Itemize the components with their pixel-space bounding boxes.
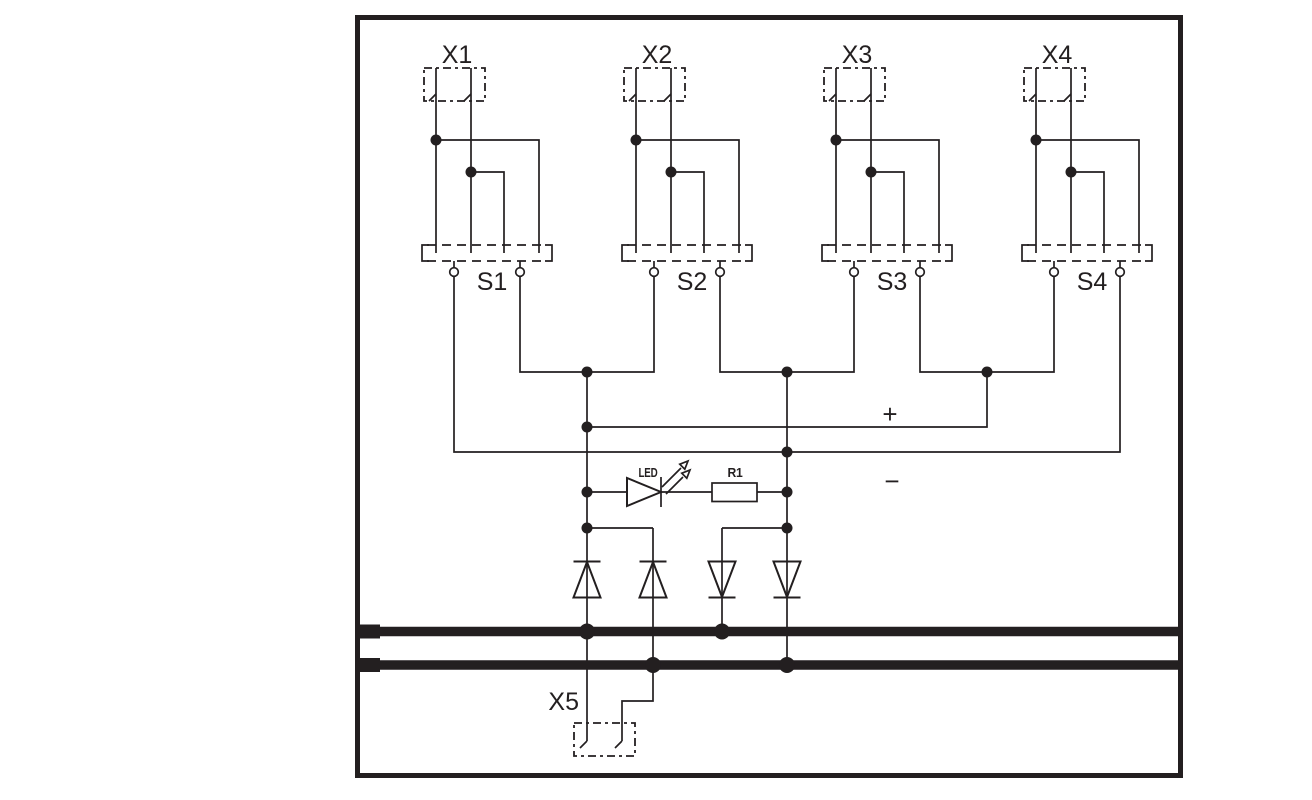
connector-label: X1 (442, 41, 473, 69)
connector-label: X2 (642, 41, 673, 69)
bus-bar-bottom-terminal (356, 658, 380, 672)
negative-polarity-label: − (884, 466, 899, 496)
bus-bars (356, 624, 1181, 672)
diode-down-icon (707, 560, 737, 600)
connector-switch-symbol (821, 67, 953, 278)
channel-3: X3 S3 (821, 41, 953, 296)
channel-2: X2 S2 (621, 41, 753, 296)
positive-rail-wire (587, 372, 988, 428)
led-label: LED (639, 465, 658, 480)
s2-s3-link-wire (719, 277, 855, 373)
switch-label: S4 (1077, 268, 1108, 296)
connector-switch-symbol (621, 67, 753, 278)
switch-label: S2 (677, 268, 708, 296)
enclosure-border (355, 15, 1183, 778)
x5-pin1-tick (579, 740, 588, 749)
x5-connector-box (573, 722, 636, 757)
channel-1: X1 S1 (421, 41, 553, 296)
switch-label: S3 (877, 268, 908, 296)
channel-4: X4 S4 (1021, 41, 1153, 296)
connector-label: X4 (1042, 41, 1073, 69)
resistor-label: R1 (728, 465, 743, 480)
bus-bar-top-terminal (356, 624, 380, 639)
resistor-icon (711, 482, 758, 503)
led-icon (626, 459, 692, 508)
diode-up-icon (638, 559, 668, 599)
wiring (453, 277, 1121, 749)
connector-switch-symbol (1021, 67, 1153, 278)
diode-down-icon (772, 560, 802, 600)
junction-dots (579, 366, 993, 673)
indicator-branch: LED R1 (587, 459, 787, 508)
bottom-connector: X5 (548, 688, 636, 757)
x5-connector-label: X5 (548, 688, 579, 716)
s1-s2-link-wire (519, 277, 655, 373)
diode-up-icon (572, 559, 602, 599)
connector-label: X3 (842, 41, 873, 69)
diode-bridge (572, 559, 802, 600)
s3-s4-link-wire (919, 277, 1055, 373)
positive-polarity-label: + (882, 399, 897, 429)
switch-label: S1 (477, 268, 508, 296)
connector-switch-symbol (421, 67, 553, 278)
